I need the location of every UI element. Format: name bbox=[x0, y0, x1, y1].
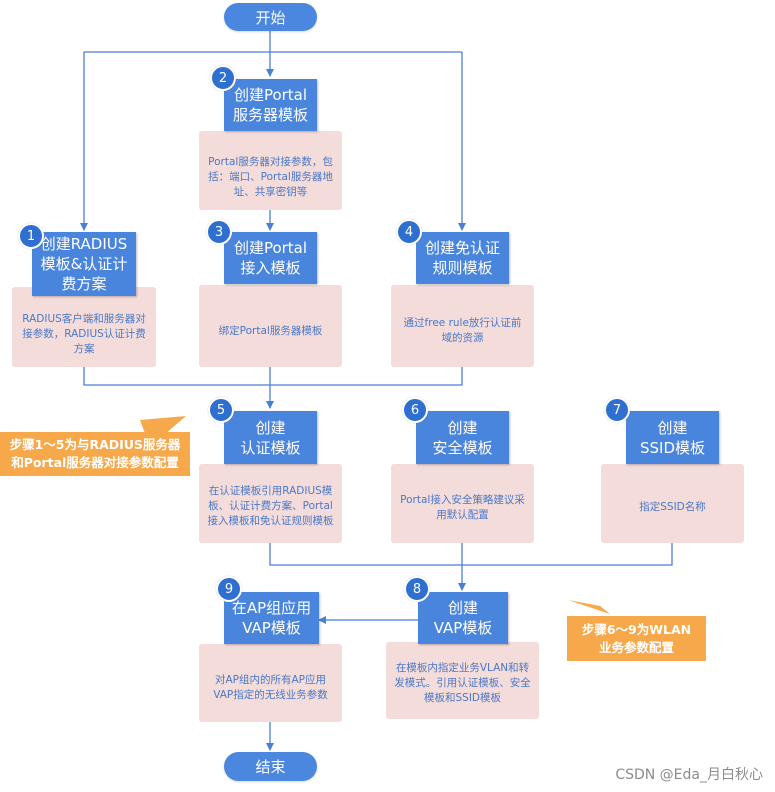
step-8-desc: 在模板内指定业务VLAN和转发模式。引用认证模板、安全模板和SSID模板 bbox=[386, 642, 539, 719]
step-7-title: 创建 SSID模板 bbox=[626, 411, 719, 464]
step-7-number: 7 bbox=[604, 397, 630, 423]
step-9-title: 在AP组应用 VAP模板 bbox=[224, 592, 319, 644]
merge-line bbox=[83, 367, 463, 386]
step-3-title: 创建Portal 接入模板 bbox=[224, 232, 317, 284]
start-node: 开始 bbox=[224, 3, 317, 31]
merge-line-2 bbox=[269, 543, 673, 566]
step-3-number: 3 bbox=[206, 219, 232, 245]
start-label: 开始 bbox=[255, 8, 286, 27]
step-6-number: 6 bbox=[402, 397, 428, 423]
end-label: 结束 bbox=[255, 758, 286, 776]
end-node: 结束 bbox=[224, 752, 317, 781]
step-2-number: 2 bbox=[210, 65, 236, 91]
step-4-title: 创建免认证 规则模板 bbox=[416, 232, 509, 284]
step-2-title: 创建Portal 服务器模板 bbox=[224, 79, 317, 131]
step-5-desc: 在认证模板引用RADIUS模板、认证计费方案、Portal接入模板和免认证规则模… bbox=[199, 464, 342, 543]
step-6-title: 创建 安全模板 bbox=[416, 411, 509, 464]
step-4-number: 4 bbox=[396, 219, 422, 245]
note-steps-6-9: 步骤6～9为WLAN 业务参数配置 bbox=[567, 616, 706, 661]
step-1-title: 创建RADIUS 模板&认证计 费方案 bbox=[32, 232, 136, 296]
step-9-desc: 对AP组内的所有AP应用VAP指定的无线业务参数 bbox=[199, 644, 342, 722]
note-steps-1-5: 步骤1～5为与RADIUS服务器 和Portal服务器对接参数配置 bbox=[0, 432, 190, 476]
step-8-number: 8 bbox=[404, 576, 430, 602]
step-1-desc: RADIUS客户端和服务器对接参数，RADIUS认证计费方案 bbox=[12, 287, 156, 367]
step-9-number: 9 bbox=[216, 576, 242, 602]
step-3-desc: 绑定Portal服务器模板 bbox=[199, 285, 342, 367]
step-8-title: 创建 VAP模板 bbox=[418, 592, 508, 644]
watermark: CSDN @Eda_月白秋心 bbox=[615, 767, 763, 783]
step-5-number: 5 bbox=[208, 397, 234, 423]
step-6-desc: Portal接入安全策略建议采用默认配置 bbox=[391, 464, 534, 543]
step-2-desc: Portal服务器对接参数，包括：端口、Portal服务器地址、共享密钥等 bbox=[199, 131, 342, 210]
step-7-desc: 指定SSID名称 bbox=[601, 464, 744, 543]
step-5-title: 创建 认证模板 bbox=[224, 411, 317, 464]
note2-pointer bbox=[568, 600, 610, 614]
step-1-number: 1 bbox=[18, 223, 44, 249]
step-4-desc: 通过free rule放行认证前域的资源 bbox=[391, 285, 534, 367]
